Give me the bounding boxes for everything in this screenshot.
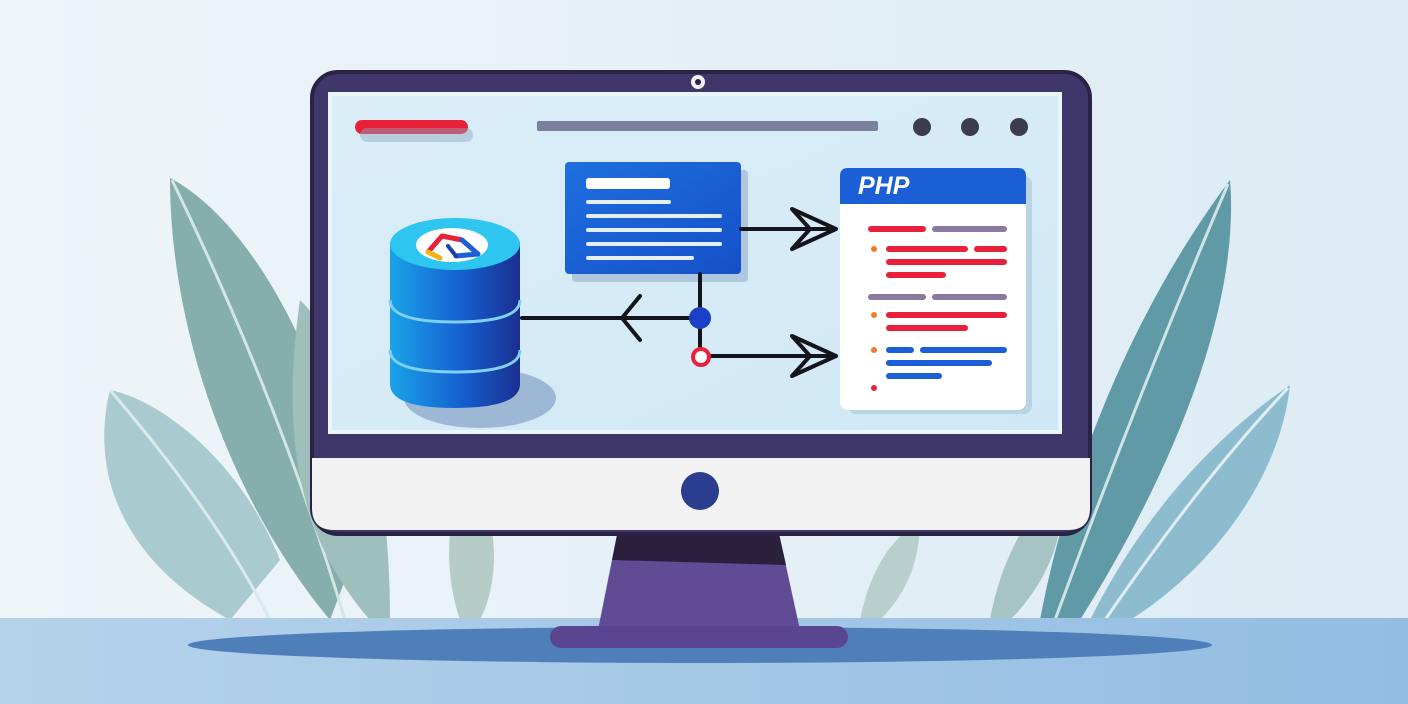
- php-label: PHP: [858, 172, 910, 200]
- junction-node: [689, 307, 711, 329]
- window-dot-icon[interactable]: [1010, 118, 1028, 136]
- window-dot-icon[interactable]: [961, 118, 979, 136]
- request-card[interactable]: [565, 162, 748, 282]
- junction-node-open: [691, 347, 711, 367]
- php-document-header: [840, 168, 1026, 204]
- app-logo-icon: [425, 233, 481, 261]
- database-icon: [388, 218, 556, 428]
- app-title-bar-accent: [355, 120, 468, 134]
- window-dot-icon[interactable]: [913, 118, 931, 136]
- php-document[interactable]: PHP: [840, 168, 1032, 414]
- address-bar[interactable]: [537, 121, 878, 131]
- power-button-icon[interactable]: [681, 472, 719, 510]
